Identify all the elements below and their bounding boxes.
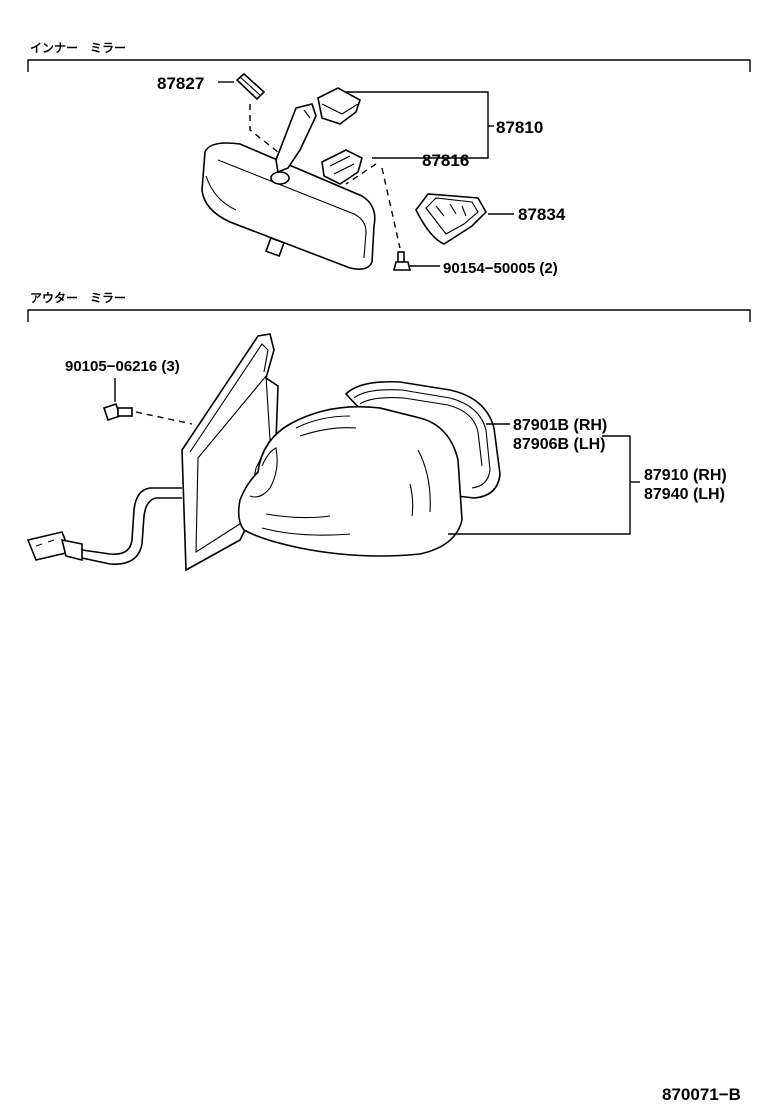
outer-mirror-housing <box>237 405 463 557</box>
part-87816-bracket <box>321 149 363 185</box>
section-bracket-inner <box>27 59 751 72</box>
part-90154-screw <box>392 251 412 271</box>
wire-harness <box>26 487 182 565</box>
label-90105: 90105−06216 (3) <box>65 358 180 375</box>
label-87910: 87910 (RH) <box>644 467 727 484</box>
label-87816: 87816 <box>422 151 469 170</box>
part-87834-cover <box>415 193 487 245</box>
part-87827-cap <box>235 72 266 101</box>
label-87940: 87940 (LH) <box>644 486 725 503</box>
outer-mirror-base <box>181 333 279 572</box>
label-90154: 90154−50005 (2) <box>443 260 558 277</box>
section-bracket-outer <box>27 309 751 322</box>
diagram-id: 870071−B <box>662 1085 741 1104</box>
label-87901: 87901B (RH) <box>513 417 607 434</box>
section-title-outer-mirror: アウター ミラー <box>30 291 126 305</box>
connector-icon <box>26 531 83 562</box>
leader-87910-bracket <box>448 435 631 535</box>
part-87810-stay <box>270 87 361 185</box>
leader-screw-dashed <box>381 167 401 249</box>
label-87834: 87834 <box>518 205 566 224</box>
section-title-inner-mirror: インナー ミラー <box>30 41 126 55</box>
leader-87827-dashed <box>249 104 279 153</box>
inner-mirror-body <box>201 142 376 270</box>
label-87827: 87827 <box>157 74 204 93</box>
part-90105-screw <box>102 402 133 422</box>
label-87906: 87906B (LH) <box>513 436 605 453</box>
leader-90105-dashed <box>135 411 193 425</box>
label-87810: 87810 <box>496 118 543 137</box>
leader-87810-bracket <box>346 91 489 159</box>
